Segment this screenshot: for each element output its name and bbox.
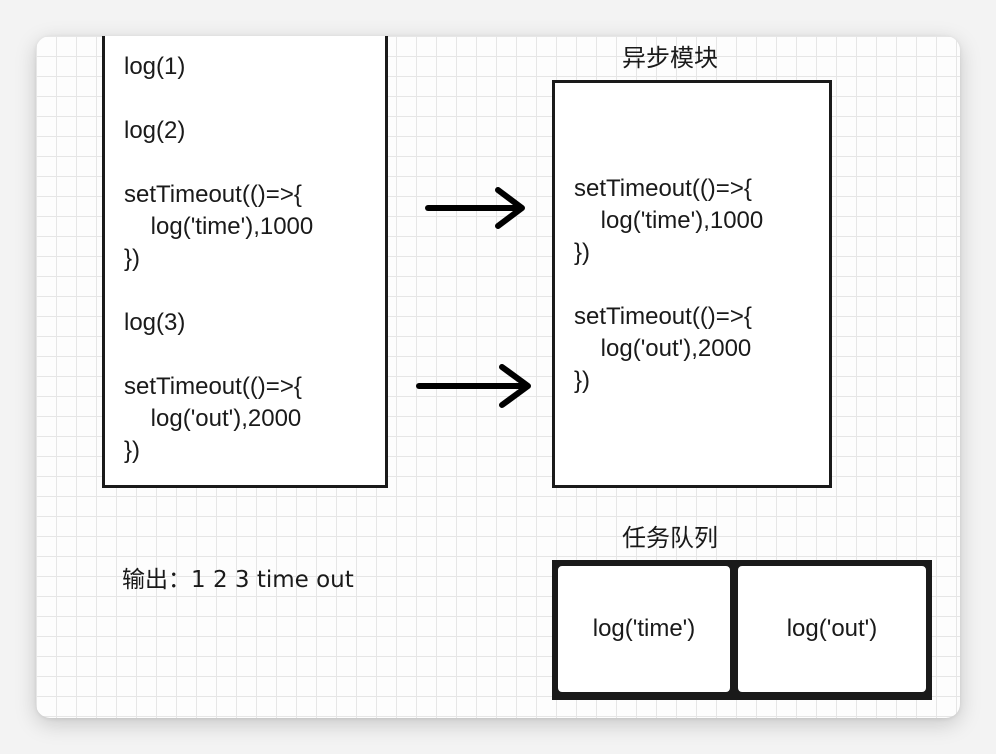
arrow-to-async-1 (425, 187, 525, 229)
async-code-line: log('out'),2000 (574, 335, 752, 362)
main-code-line: log('out'),2000 (124, 405, 302, 432)
async-module-box (552, 80, 832, 488)
main-code-line: log(3) (124, 309, 186, 336)
task-queue-item-label: log('time') (592, 615, 696, 642)
output-text: 输出：1 2 3 time out (122, 567, 354, 593)
main-code-line: log(1) (124, 53, 186, 80)
task-queue-title: 任务队列 (622, 524, 718, 552)
main-code-line: }) (124, 245, 141, 272)
arrow-to-async-2 (416, 364, 531, 408)
async-code-line: setTimeout(()=>{ (574, 175, 752, 202)
async-code-line: }) (574, 367, 591, 394)
diagram-canvas: log(1) log(2) setTimeout(()=>{ log('time… (36, 36, 960, 718)
arrow-head (495, 187, 525, 229)
task-queue-item: log('time') (556, 564, 732, 694)
async-code-line: }) (574, 239, 591, 266)
task-queue-item: log('out') (736, 564, 928, 694)
main-code-line: setTimeout(()=>{ (124, 181, 302, 208)
main-code-line: log(2) (124, 117, 186, 144)
arrow-head (499, 364, 531, 408)
main-code-line: }) (124, 437, 141, 464)
main-code-line: setTimeout(()=>{ (124, 373, 302, 400)
main-code-box (102, 36, 388, 488)
task-queue-item-label: log('out') (786, 615, 878, 642)
async-module-title: 异步模块 (622, 44, 718, 72)
main-code-line: log('time'),1000 (124, 213, 314, 240)
async-code-line: setTimeout(()=>{ (574, 303, 752, 330)
async-code-line: log('time'),1000 (574, 207, 764, 234)
